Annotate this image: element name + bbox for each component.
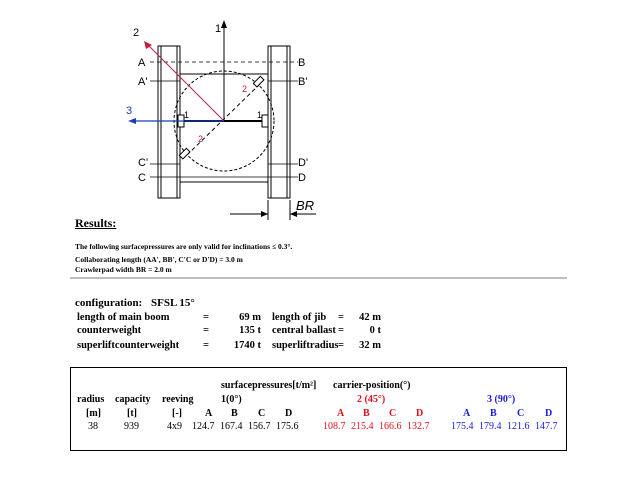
cell-pos3-a: 175.4 bbox=[451, 421, 474, 432]
pos3-header: 3 (90°) bbox=[487, 394, 516, 405]
pos2-letter-b: B bbox=[363, 408, 370, 419]
cell-pos2-c: 166.6 bbox=[379, 421, 402, 432]
cell-radius: 38 bbox=[88, 421, 98, 432]
unit-reeving: [-] bbox=[172, 408, 182, 419]
pos1-letter-c: C bbox=[258, 408, 266, 419]
pos2-letter-d: D bbox=[416, 408, 424, 419]
results-note-crawlerpad-width: Crawlerpad width BR = 2.0 m bbox=[75, 265, 172, 274]
cell-reeving: 4x9 bbox=[167, 421, 182, 432]
label-c-prime: C' bbox=[138, 157, 148, 169]
cell-pos1-c: 156.7 bbox=[248, 421, 271, 432]
spec-row-superlift: superliftcounterweight = 1740 t superlif… bbox=[77, 340, 387, 354]
spec-key: superliftcounterweight bbox=[77, 340, 180, 351]
pos1-letter-d: D bbox=[285, 408, 293, 419]
divider bbox=[70, 277, 567, 279]
crawler-diagram: 1 2 3 A A' B B' C' C D' D 1 1 2 2 BR bbox=[126, 20, 316, 220]
cell-pos1-d: 175.6 bbox=[276, 421, 299, 432]
label-b-prime: B' bbox=[298, 76, 307, 88]
label-a-prime: A' bbox=[138, 76, 147, 88]
results-title: Results: bbox=[75, 216, 117, 230]
spec-value: 0 t bbox=[369, 325, 381, 336]
col-reeving: reeving bbox=[162, 394, 194, 405]
cell-pos3-c: 121.6 bbox=[507, 421, 530, 432]
pos1-header: 1(0°) bbox=[221, 394, 242, 405]
label-inner-2-bottom: 2 bbox=[198, 134, 203, 144]
spec-eq: = bbox=[338, 340, 344, 351]
label-br: BR bbox=[296, 198, 314, 213]
spec-value: 42 m bbox=[359, 312, 381, 323]
spec-eq: = bbox=[203, 340, 209, 351]
pos2-letter-c: C bbox=[389, 408, 397, 419]
label-inner-2-top: 2 bbox=[242, 84, 247, 94]
label-a: A bbox=[138, 57, 146, 69]
cell-pos2-a: 108.7 bbox=[323, 421, 346, 432]
configuration-value: SFSL 15° bbox=[150, 297, 195, 309]
spec-value: 1740 t bbox=[233, 340, 261, 351]
results-note-collaborating-length: Collaborating length (AA', BB', C'C or D… bbox=[75, 255, 243, 264]
pos1-letter-a: A bbox=[205, 408, 213, 419]
pos2-letter-a: A bbox=[337, 408, 345, 419]
label-d-prime: D' bbox=[298, 157, 308, 169]
pos2-header: 2 (45°) bbox=[357, 394, 386, 405]
pos3-letter-b: B bbox=[490, 408, 497, 419]
pos3-letter-a: A bbox=[463, 408, 471, 419]
label-c: C bbox=[138, 172, 146, 184]
cell-pos3-b: 179.4 bbox=[479, 421, 502, 432]
spec-value: 32 m bbox=[359, 340, 381, 351]
spec-eq: = bbox=[203, 312, 209, 323]
pos3-letter-c: C bbox=[517, 408, 525, 419]
spec-key: superliftradius bbox=[272, 340, 339, 351]
configuration-line: configuration: SFSL 15° bbox=[75, 297, 195, 309]
spec-key: length of main boom bbox=[77, 312, 170, 323]
header-surfacepressures: surfacepressures[t/m²] bbox=[221, 380, 317, 391]
label-d: D bbox=[298, 172, 306, 184]
spec-eq: = bbox=[338, 325, 344, 336]
cell-pos3-d: 147.7 bbox=[535, 421, 558, 432]
unit-radius: [m] bbox=[86, 408, 101, 419]
pos1-letter-b: B bbox=[231, 408, 238, 419]
label-inner-1-left: 1 bbox=[184, 110, 189, 120]
spec-value: 135 t bbox=[239, 325, 261, 336]
header-carrier-position: carrier-position(°) bbox=[333, 380, 411, 391]
label-b: B bbox=[298, 57, 305, 69]
cell-pos2-b: 215.4 bbox=[351, 421, 374, 432]
label-inner-1-right: 1 bbox=[257, 110, 262, 120]
spec-key: central ballast bbox=[272, 325, 336, 336]
cell-pos2-d: 132.7 bbox=[407, 421, 430, 432]
cell-capacity: 939 bbox=[124, 421, 139, 432]
spec-value: 69 m bbox=[239, 312, 261, 323]
pos3-letter-d: D bbox=[545, 408, 553, 419]
configuration-label: configuration: bbox=[75, 297, 143, 309]
label-arrow-3: 3 bbox=[126, 105, 132, 117]
spec-eq: = bbox=[203, 325, 209, 336]
unit-capacity: [t] bbox=[127, 408, 137, 419]
spec-row-counterweight: counterweight = 135 t central ballast = … bbox=[77, 325, 387, 339]
surface-pressure-table: surfacepressures[t/m²] carrier-position(… bbox=[70, 367, 567, 451]
label-arrow-2: 2 bbox=[133, 27, 139, 39]
spec-eq: = bbox=[338, 312, 344, 323]
spec-key: length of jib bbox=[272, 312, 327, 323]
col-capacity: capacity bbox=[115, 394, 151, 405]
spec-key: counterweight bbox=[77, 325, 142, 336]
results-note-inclination: The following surfacepressures are only … bbox=[75, 242, 293, 251]
spec-row-boom: length of main boom = 69 m length of jib… bbox=[77, 312, 387, 326]
cell-pos1-a: 124.7 bbox=[192, 421, 215, 432]
col-radius: radius bbox=[77, 394, 105, 405]
cell-pos1-b: 167.4 bbox=[220, 421, 243, 432]
label-arrow-1: 1 bbox=[215, 23, 221, 35]
